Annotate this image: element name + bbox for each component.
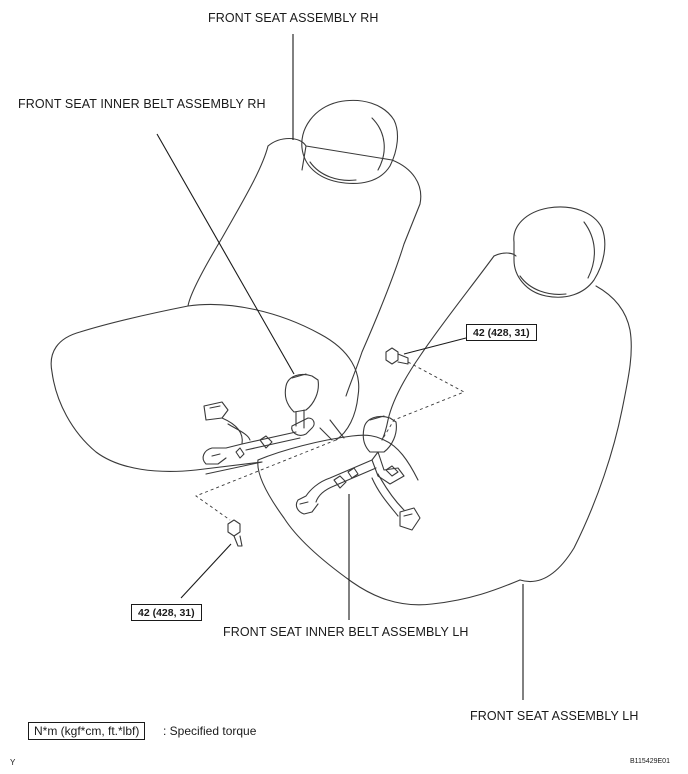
corner-mark: Y (10, 758, 16, 767)
rh-seat-drawing (50, 99, 422, 475)
bolt-upper (385, 347, 409, 365)
torque-spec-lower: 42 (428, 31) (131, 604, 202, 621)
torque-unit-box: N*m (kgf*cm, ft.*lbf) (28, 722, 146, 740)
leader-lines (156, 34, 524, 700)
label-inner-belt-lh: FRONT SEAT INNER BELT ASSEMBLY LH (223, 625, 469, 639)
bolt-lower (227, 519, 243, 547)
lh-seat-drawing (257, 206, 632, 606)
label-front-seat-lh: FRONT SEAT ASSEMBLY LH (470, 709, 639, 723)
torque-spec-upper: 42 (428, 31) (466, 324, 537, 341)
torque-legend-text: : Specified torque (163, 724, 257, 738)
mounting-lines (195, 361, 466, 521)
label-inner-belt-rh: FRONT SEAT INNER BELT ASSEMBLY RH (18, 97, 266, 111)
figure-code: B115429E01 (630, 758, 670, 765)
label-front-seat-rh: FRONT SEAT ASSEMBLY RH (208, 11, 379, 25)
